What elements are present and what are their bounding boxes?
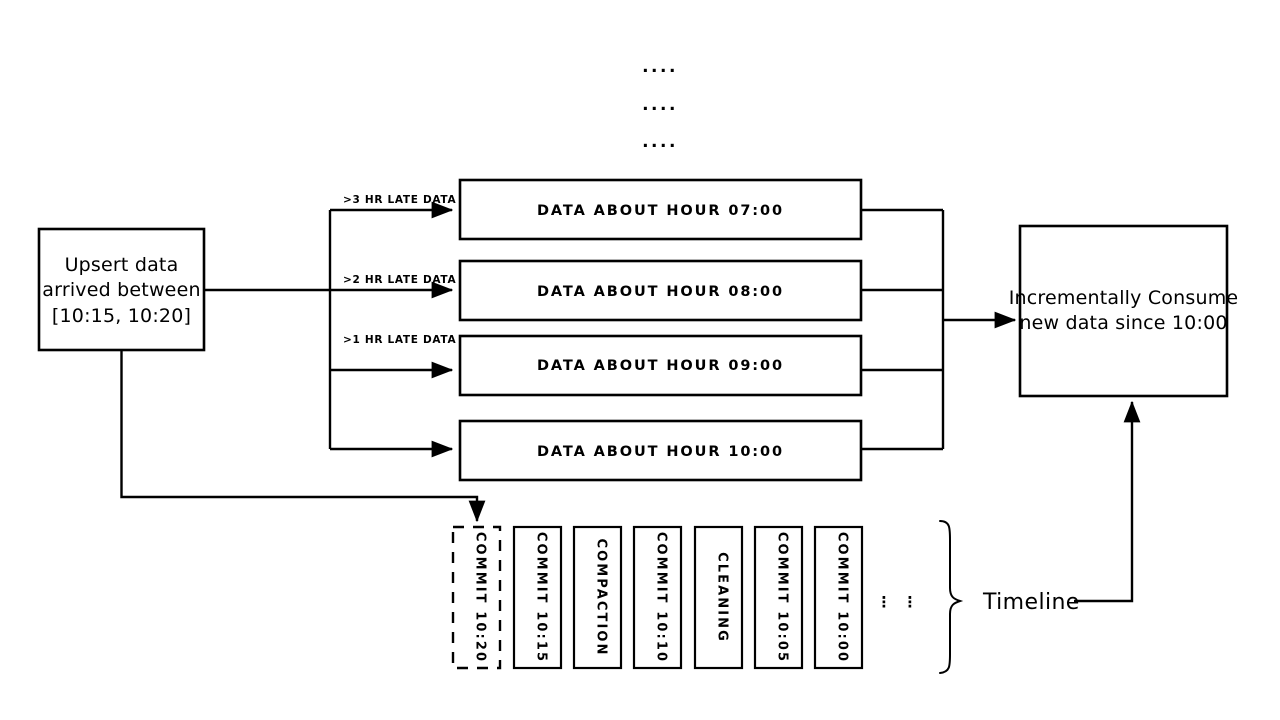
timeline-label-group: Timeline [982,590,1080,615]
hour-box-hour-08-label: DATA ABOUT HOUR 08:00 [537,284,784,300]
timeline-commit-box-commit-1020-frame [451,525,502,670]
timeline-commit-box-commit-1005-label: COMMIT 10:05 [775,532,790,663]
incremental-consume-box-frame [1018,224,1229,398]
timeline-ellipsis-right: ⋮ [903,593,918,611]
hour-box-hour-10-frame [458,419,863,482]
timeline-commit-box-commit-1000-frame [813,525,864,670]
upsert-source-box-frame [37,227,206,352]
timeline-commit-box-commit-1010-label: COMMIT 10:10 [654,532,669,663]
timeline-commit-box-compaction[interactable]: COMPACTION [572,525,623,670]
incremental-consume-line-1: Incrementally Consume [1009,287,1239,309]
timeline-ellipsis-group: ⋮ ⋮ [877,593,918,611]
edge-label-3hr-late: >3 HR LATE DATA [343,194,456,206]
ellipsis-row-1: .... [642,57,678,77]
edge-label-2hr-late: >2 HR LATE DATA [343,274,456,286]
timeline-commit-box-compaction-frame [572,525,623,670]
timeline-ellipsis-left: ⋮ [877,593,892,611]
incremental-consume-line-2: new data since 10:00 [1019,312,1227,334]
arrow-source-to-commit-1020 [120,350,486,523]
timeline-commit-box-cleaning-label: CLEANING [715,552,730,643]
timeline-brace [939,520,964,674]
ellipsis-row-2: .... [642,95,678,115]
timeline-commit-box-commit-1005-frame [753,525,804,670]
hour-box-hour-09-frame [458,334,863,397]
arrow-timeline-to-consume [1074,400,1141,603]
hour-box-hour-10[interactable]: DATA ABOUT HOUR 10:00 [458,419,863,482]
edge-label-group: >3 HR LATE DATA >2 HR LATE DATA >1 HR LA… [343,194,456,346]
timeline-commit-box-cleaning[interactable]: CLEANING [693,525,744,670]
timeline-to-consume-connector [1074,400,1141,603]
hour-box-hour-07-label: DATA ABOUT HOUR 07:00 [537,203,784,219]
hour-box-hour-09-label: DATA ABOUT HOUR 09:00 [537,358,784,374]
upsert-source-line-3: [10:15, 10:20] [52,305,191,327]
timeline-commit-box-commit-1000-label: COMMIT 10:00 [835,532,850,663]
hour-box-hour-07[interactable]: DATA ABOUT HOUR 07:00 [458,178,863,241]
hour-box-hour-08[interactable]: DATA ABOUT HOUR 08:00 [458,259,863,322]
fanin-connector-group [861,208,1017,451]
timeline-commit-box-commit-1015-frame [512,525,563,670]
timeline-commit-row: COMMIT 10:20 COMMIT 10:15 COMPACTION COM… [451,525,864,670]
timeline-commit-box-commit-1020[interactable]: COMMIT 10:20 [451,525,502,670]
fanout-connector-group [204,201,454,458]
ellipsis-row-3: .... [642,132,678,152]
upsert-source-line-2: arrived between [42,279,200,301]
timeline-commit-box-commit-1015-label: COMMIT 10:15 [534,532,549,663]
timeline-commit-box-commit-1000[interactable]: COMMIT 10:00 [813,525,864,670]
hour-box-hour-09[interactable]: DATA ABOUT HOUR 09:00 [458,334,863,397]
timeline-brace-path [939,520,964,674]
timeline-commit-box-commit-1020-label: COMMIT 10:20 [473,532,488,663]
timeline-commit-box-commit-1005[interactable]: COMMIT 10:05 [753,525,804,670]
hour-box-hour-10-label: DATA ABOUT HOUR 10:00 [537,444,784,460]
timeline-commit-box-commit-1015[interactable]: COMMIT 10:15 [512,525,563,670]
upsert-source-line-1: Upsert data [65,254,179,276]
incremental-consume-box[interactable]: Incrementally Consume new data since 10:… [1009,224,1239,398]
commit-connector-group [120,350,486,523]
upsert-source-box[interactable]: Upsert data arrived between [10:15, 10:2… [37,227,206,352]
timeline-commit-box-cleaning-frame [693,525,744,670]
timeline-commit-box-commit-1010[interactable]: COMMIT 10:10 [632,525,683,670]
timeline-commit-box-commit-1010-frame [632,525,683,670]
ellipsis-group: .... .... .... [642,57,678,152]
timeline-label: Timeline [982,590,1080,615]
timeline-commit-box-compaction-label: COMPACTION [594,538,609,656]
edge-label-1hr-late: >1 HR LATE DATA [343,334,456,346]
